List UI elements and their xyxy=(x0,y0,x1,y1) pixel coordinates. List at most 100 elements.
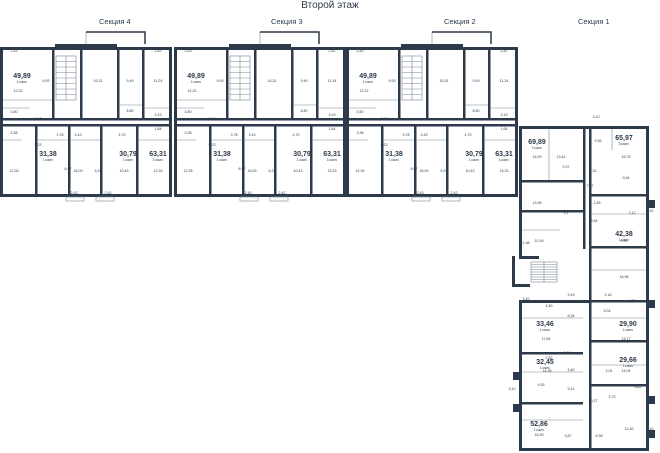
unit-rooms: 3 комн. xyxy=(619,142,630,146)
room-area: 8,97 xyxy=(411,167,418,171)
wall xyxy=(346,47,518,50)
unit-rooms: 3 комн. xyxy=(499,158,510,162)
room-area: 3,50 xyxy=(185,110,192,114)
section-label-2: Секция 2 xyxy=(444,17,476,26)
room-area: 5,23 xyxy=(209,143,216,147)
wall xyxy=(519,256,539,259)
wall xyxy=(482,126,485,194)
wall xyxy=(512,284,530,287)
unit-area-3k: 63,31 xyxy=(323,151,341,158)
room-area: 1,64 xyxy=(155,127,162,131)
unit-rooms: 1 комн. xyxy=(623,364,634,368)
room-area: 8,97 xyxy=(239,167,246,171)
wall xyxy=(450,47,456,50)
room-area: 5,41 xyxy=(568,387,575,391)
wall xyxy=(372,47,378,50)
section-label-4: Секция 4 xyxy=(99,17,131,26)
room-area: 14,36 xyxy=(543,369,552,373)
wall xyxy=(209,126,212,194)
balcony-outline xyxy=(86,31,146,44)
unit-rooms: 2 комн. xyxy=(17,80,28,84)
wall xyxy=(488,50,491,118)
room-area: 16,75 xyxy=(622,155,631,159)
room-area: 3,38 xyxy=(357,131,364,135)
wall xyxy=(401,44,463,47)
room-area: 6,94 xyxy=(591,219,598,223)
room-area: 5,23 xyxy=(35,143,42,147)
wall xyxy=(583,129,586,249)
room-area: 11,24 xyxy=(500,79,509,83)
wall xyxy=(177,124,343,127)
room-area: 3,40 xyxy=(568,368,575,372)
wall xyxy=(476,47,482,50)
wing-section-3: 49,892 комн.31,381 комн.30,791 комн.63,3… xyxy=(174,31,346,202)
room-area: 14,04 xyxy=(622,369,631,373)
wall xyxy=(304,47,310,50)
wall xyxy=(646,126,649,451)
room-area: 12,22 xyxy=(14,89,23,93)
room-area: 10,27 xyxy=(589,399,598,403)
room-area: 3,10 xyxy=(647,303,654,307)
wing-section-2: 49,892 комн.31,381 комн.30,791 комн.63,3… xyxy=(346,31,518,202)
unit-area-2k: 49,89 xyxy=(359,73,377,80)
room-area: 6,34 xyxy=(568,314,575,318)
unit-rooms: 1 комн. xyxy=(469,158,480,162)
room-area: 3,19 xyxy=(155,113,162,117)
room-area: 3,19 xyxy=(501,113,508,117)
unit-rooms: 1 комн. xyxy=(540,366,551,370)
room-area: 3,75 xyxy=(609,395,616,399)
unit-rooms: 3 комн. xyxy=(532,146,543,150)
wall xyxy=(104,47,110,50)
wall xyxy=(394,194,400,197)
room-area: 9,91 xyxy=(621,239,628,243)
room-area: 5,29 xyxy=(269,169,276,173)
wall xyxy=(184,47,190,50)
unit-rooms: 2 комн. xyxy=(534,428,545,432)
room-area: 3,50 xyxy=(357,110,364,114)
wall xyxy=(390,47,396,50)
room-area: 2,43 xyxy=(245,191,252,195)
room-area: 2,42 xyxy=(451,191,458,195)
room-area: 16,09 xyxy=(420,169,429,173)
balcony-outline xyxy=(432,31,492,44)
unit-rooms: 3 комн. xyxy=(327,158,338,162)
unit-rooms: 1 комн. xyxy=(123,158,134,162)
wall xyxy=(349,118,515,121)
room-area: 9,49 xyxy=(301,79,308,83)
room-area: 8,80 xyxy=(127,109,134,113)
unit-area-s1: 29,90 xyxy=(619,321,637,328)
room-area: 5,29 xyxy=(95,169,102,173)
wall xyxy=(242,126,245,194)
wall xyxy=(177,118,343,121)
wall xyxy=(226,50,229,118)
wall xyxy=(591,340,646,343)
room-area: 2,42 xyxy=(501,49,508,53)
room-area: 9,1 xyxy=(564,211,569,215)
wall xyxy=(356,194,362,197)
room-area: 10,43 xyxy=(120,169,129,173)
wall xyxy=(10,194,16,197)
wall xyxy=(44,47,50,50)
room-area: 3,38 xyxy=(185,131,192,135)
wall xyxy=(381,126,384,194)
wall xyxy=(310,126,313,194)
wall xyxy=(512,256,515,286)
room-area: 7,12 xyxy=(629,211,636,215)
room-area: 5,23 xyxy=(381,143,388,147)
room-area: 12,40 xyxy=(625,427,634,431)
room-area: 2,43 xyxy=(185,49,192,53)
wall xyxy=(117,50,120,118)
wall xyxy=(464,194,470,197)
wall xyxy=(515,47,518,197)
room-area: 1,64 xyxy=(329,127,336,131)
room-area: 10,43 xyxy=(466,169,475,173)
room-area: 1,64 xyxy=(501,127,508,131)
room-area: 8,80 xyxy=(473,109,480,113)
wall xyxy=(372,194,378,197)
room-area: 12,35 xyxy=(10,169,19,173)
room-area: 16,29 xyxy=(533,155,542,159)
room-area: 4,70 xyxy=(293,133,300,137)
wall xyxy=(80,50,83,118)
section-label-1: Секция 1 xyxy=(578,17,610,26)
wall xyxy=(414,126,417,194)
